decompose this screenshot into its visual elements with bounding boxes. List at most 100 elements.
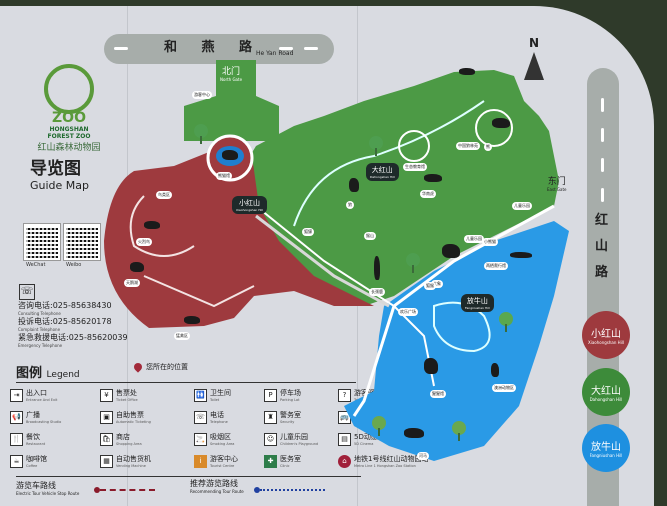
vending-icon: ▦ xyxy=(100,454,113,468)
map-label[interactable]: 熊 xyxy=(484,143,492,151)
he-yan-road: 和 燕 路 He Yan Road xyxy=(104,34,334,64)
playground-icon: ☺ xyxy=(264,432,277,446)
page-title: 导览图 Guide Map xyxy=(30,154,89,192)
map-label[interactable]: 鸟类区 xyxy=(156,191,172,199)
route-start-icon xyxy=(94,487,100,493)
compass: N xyxy=(524,36,544,82)
map-label[interactable]: 猛禽区 xyxy=(174,332,190,340)
map-label[interactable]: 猩猩馆 xyxy=(430,390,446,398)
route-start-icon xyxy=(254,487,260,493)
divider xyxy=(16,476,361,477)
map-label[interactable]: 狼 xyxy=(346,201,354,209)
map-label[interactable]: 儿童乐园 xyxy=(512,202,532,210)
logo-cn: 红山森林动物园 xyxy=(37,143,101,153)
wolf-icon xyxy=(349,178,359,192)
broadcast-icon: 📢 xyxy=(10,410,23,424)
metro-icon: ⌂ xyxy=(338,454,351,468)
weibo-qr-code[interactable] xyxy=(63,223,101,261)
crocodile-icon xyxy=(510,252,532,258)
divider xyxy=(16,382,356,383)
qr-caption: Weibo xyxy=(66,262,82,268)
map-label[interactable]: 中国狼林苑 xyxy=(456,142,480,150)
map-label[interactable]: 澳洲动物区 xyxy=(492,384,516,392)
map-label[interactable]: 熊猫馆 xyxy=(216,172,232,180)
guide-map-board: 和 燕 路 He Yan Road 红山路 N ZOO HONGSHAN FOR… xyxy=(0,6,654,506)
map-label[interactable]: 小熊猫 xyxy=(482,238,498,246)
self-ticket-icon: ▣ xyxy=(100,410,113,424)
bear-icon xyxy=(492,118,510,128)
road-name-en: He Yan Road xyxy=(256,50,294,57)
map-label[interactable]: 大象 xyxy=(431,280,443,288)
tree-icon xyxy=(194,124,208,144)
title-en: Guide Map xyxy=(30,179,90,192)
zoo-logo: ZOO HONGSHAN FOREST ZOO 红山森林动物园 xyxy=(29,64,109,153)
elephant-icon xyxy=(442,244,460,258)
map-label[interactable]: 儿童乐园 xyxy=(464,235,484,243)
map-label[interactable]: 狐猴 xyxy=(424,282,436,290)
tree-icon xyxy=(499,312,513,332)
north-arrow-icon xyxy=(524,52,544,80)
road-name-cn: 和 燕 路 xyxy=(164,40,263,55)
map-label[interactable]: 欢乐广场 xyxy=(398,308,418,316)
tree-icon xyxy=(372,416,386,436)
map-label[interactable]: 天鹅湖 xyxy=(124,279,140,287)
map-label[interactable]: 狐獴 xyxy=(302,228,314,236)
pheasant-icon xyxy=(144,221,160,229)
map-label[interactable]: 生态教育馆 xyxy=(403,163,427,171)
smoking-icon: 🚬 xyxy=(194,432,207,446)
qr-caption: WeChat xyxy=(26,262,46,268)
map-label[interactable]: 游客中心 xyxy=(192,91,212,99)
map-label[interactable]: 河马 xyxy=(417,452,429,460)
map-label[interactable]: 两栖爬行馆 xyxy=(484,262,508,270)
exit-icon: ⇥ xyxy=(10,388,23,402)
map-label[interactable]: 火烈鸟 xyxy=(136,238,152,246)
map-label[interactable]: 猴山 xyxy=(364,232,376,240)
map-label[interactable]: 长颈鹿 xyxy=(369,288,385,296)
telephone-icon: ☏ xyxy=(194,410,207,424)
wechat-qr-code[interactable] xyxy=(23,223,61,261)
north-label: N xyxy=(528,36,540,50)
panda-icon xyxy=(222,150,238,160)
you-are-here: 您所在的位置 xyxy=(132,361,188,373)
restaurant-icon: 🍴 xyxy=(10,432,23,446)
security-icon: ♜ xyxy=(264,410,277,424)
map-label[interactable]: 华南虎 xyxy=(420,190,436,198)
legend-title: 图例 Legend xyxy=(16,366,80,381)
tree-icon xyxy=(369,136,383,156)
title-cn: 导览图 xyxy=(30,159,81,179)
